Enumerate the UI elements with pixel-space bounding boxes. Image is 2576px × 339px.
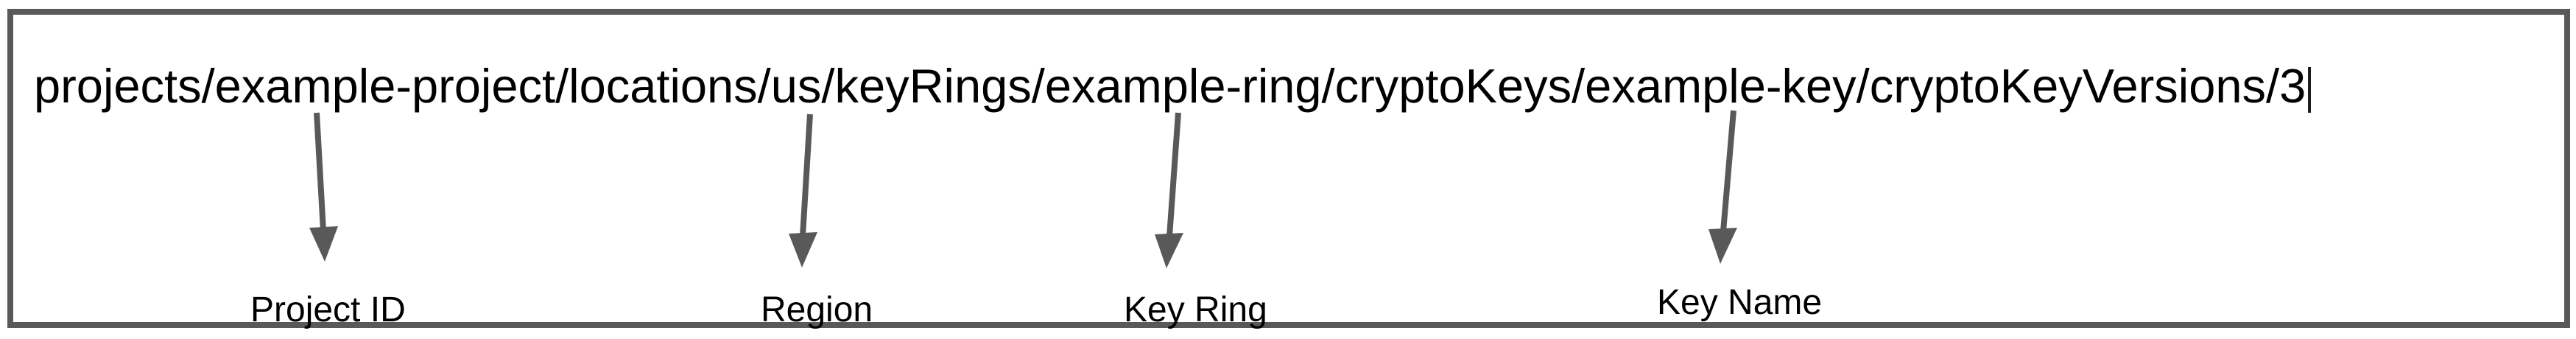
resource-path-value: projects/example-project/locations/us/ke… (34, 59, 2306, 113)
project-id-label: Project ID (250, 290, 406, 329)
resource-path-text[interactable]: projects/example-project/locations/us/ke… (34, 59, 2312, 113)
diagram-frame: projects/example-project/locations/us/ke… (7, 9, 2570, 328)
key-name-label: Key Name (1657, 283, 1823, 322)
text-caret (2308, 67, 2312, 113)
key-ring-label: Key Ring (1124, 290, 1267, 329)
region-label: Region (761, 290, 873, 329)
